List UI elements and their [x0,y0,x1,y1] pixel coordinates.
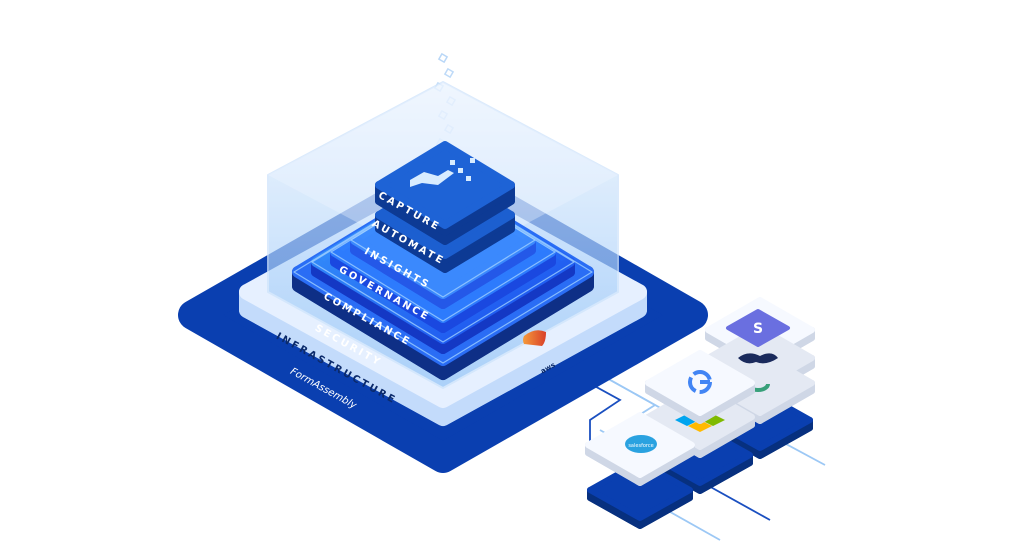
data-pixel-icon [466,176,471,181]
data-pixel-icon [443,67,455,79]
data-pixel-icon [470,158,475,163]
data-pixel-icon [437,52,449,64]
s-logo-icon [726,309,790,347]
salesforce-logo: salesforce [628,443,653,449]
s-logo: S [753,321,763,337]
salesforce-icon [625,435,657,453]
google-icon-bar [700,380,710,384]
microsoft-icon [688,420,712,432]
data-pixel-icon [458,168,463,173]
capture-tile [375,141,515,229]
dark-wave-icon [738,353,778,364]
shield-icon [523,330,546,346]
data-pixel-icon [450,160,455,165]
hand-data-icon [410,170,454,187]
